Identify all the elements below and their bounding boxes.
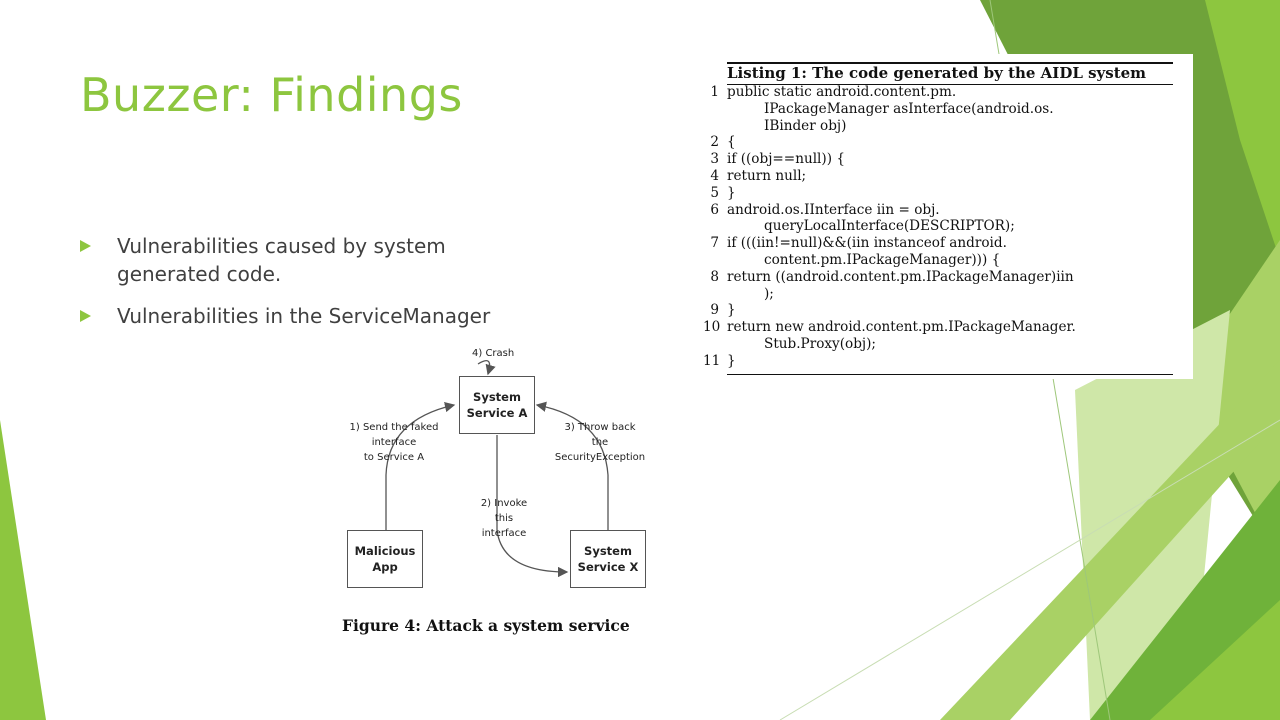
arrow-crash: [477, 360, 496, 376]
bullet-item: Vulnerabilities caused by system generat…: [80, 232, 500, 288]
node-label: System: [584, 544, 632, 558]
line-number: 7: [710, 235, 719, 252]
right-shape-mid: [1185, 240, 1280, 560]
line-number: 2: [710, 134, 719, 151]
line-number: 3: [710, 151, 719, 168]
attack-diagram: System Service A Malicious App System Se…: [336, 340, 666, 640]
node-label: Service X: [577, 560, 639, 574]
code-text: if (((iin!=null)&&(iin instanceof androi…: [727, 235, 1007, 252]
code-line: 11}: [703, 353, 1183, 370]
bullet-text: Vulnerabilities in the ServiceManager: [117, 304, 491, 328]
label-throw: 3) Throw back the SecurityException: [554, 422, 646, 463]
code-line: 3 if ((obj==null)) {: [703, 151, 1183, 168]
left-edge-shape: [0, 420, 46, 720]
code-text: return new android.content.pm.IPackageMa…: [727, 319, 1076, 336]
bullet-text: Vulnerabilities caused by system generat…: [117, 234, 446, 286]
label-send: 1) Send the faked interface to Service A: [349, 422, 439, 463]
code-text: IBinder obj): [764, 117, 847, 134]
code-text: }: [727, 302, 736, 319]
label-invoke: 2) Invoke this interface: [480, 498, 528, 539]
code-text: IPackageManager asInterface(android.os.: [764, 100, 1054, 117]
code-line: 7 if (((iin!=null)&&(iin instanceof andro…: [703, 235, 1183, 252]
code-text: }: [727, 184, 736, 201]
bullet-arrow-icon: [80, 310, 91, 322]
code-line: Stub.Proxy(obj);: [703, 336, 1183, 353]
code-line: content.pm.IPackageManager))) {: [703, 252, 1183, 269]
code-text: return ((android.content.pm.IPackageMana…: [727, 268, 1074, 285]
code-text: if ((obj==null)) {: [727, 151, 845, 168]
line-number: 1: [710, 84, 719, 100]
right-shape-top: [1205, 0, 1280, 260]
code-text: queryLocalInterface(DESCRIPTOR);: [764, 218, 1015, 235]
node-malicious-app: Malicious App: [347, 530, 423, 588]
line-number: 5: [710, 184, 719, 201]
code-line: 10 return new android.content.pm.IPackage…: [703, 319, 1183, 336]
code-text: }: [727, 352, 736, 369]
code-text: );: [764, 285, 774, 302]
node-label: System: [473, 390, 521, 404]
decor-line-2: [779, 419, 1280, 720]
code-text: return null;: [727, 167, 807, 184]
bullet-item: Vulnerabilities in the ServiceManager: [80, 302, 500, 330]
arrow-invoke: [496, 435, 569, 578]
slide-title: Buzzer: Findings: [80, 68, 463, 122]
bullet-arrow-icon: [80, 240, 91, 252]
code-text: android.os.IInterface iin = obj.: [727, 201, 940, 218]
code-line: IPackageManager asInterface(android.os.: [703, 101, 1183, 118]
line-number: 6: [710, 201, 719, 218]
code-text: public static android.content.pm.: [727, 84, 957, 100]
code-line: 2{: [703, 134, 1183, 151]
code-line: 5}: [703, 185, 1183, 202]
line-number: 11: [703, 352, 721, 369]
bullet-list: Vulnerabilities caused by system generat…: [80, 232, 500, 344]
right-shape-corner: [1150, 600, 1280, 720]
listing-title: Listing 1: The code generated by the AID…: [727, 62, 1173, 85]
code-text: content.pm.IPackageManager))) {: [764, 251, 1001, 268]
arrow-send: [385, 401, 456, 530]
line-number: 4: [710, 167, 719, 184]
line-number: 8: [710, 268, 719, 285]
diagram-arrows: [385, 360, 609, 578]
code-text: Stub.Proxy(obj);: [764, 335, 877, 352]
label-crash: 4) Crash: [472, 348, 515, 359]
code-line: 1 public static android.content.pm.: [703, 84, 1183, 101]
arrow-throw: [535, 401, 609, 530]
code-listing: Listing 1: The code generated by the AID…: [697, 54, 1193, 379]
code-line: IBinder obj): [703, 118, 1183, 135]
code-line: 8 return ((android.content.pm.IPackageMan…: [703, 269, 1183, 286]
listing-bottom-rule: [727, 374, 1173, 375]
node-label: App: [372, 560, 398, 574]
node-service-a: System Service A: [459, 376, 535, 434]
code-text: {: [727, 134, 736, 151]
code-line: 4 return null;: [703, 168, 1183, 185]
node-service-x: System Service X: [570, 530, 646, 588]
code-line: 6 android.os.IInterface iin = obj.: [703, 202, 1183, 219]
code-line: queryLocalInterface(DESCRIPTOR);: [703, 218, 1183, 235]
node-label: Service A: [466, 406, 528, 420]
node-label: Malicious: [354, 544, 416, 558]
line-number: 9: [710, 302, 719, 319]
line-number: 10: [703, 319, 721, 336]
figure-caption: Figure 4: Attack a system service: [342, 616, 630, 635]
code-line: );: [703, 286, 1183, 303]
code-block: 1 public static android.content.pm.IPacka…: [703, 84, 1183, 370]
code-line: 9}: [703, 302, 1183, 319]
right-shape-strip: [940, 360, 1280, 720]
